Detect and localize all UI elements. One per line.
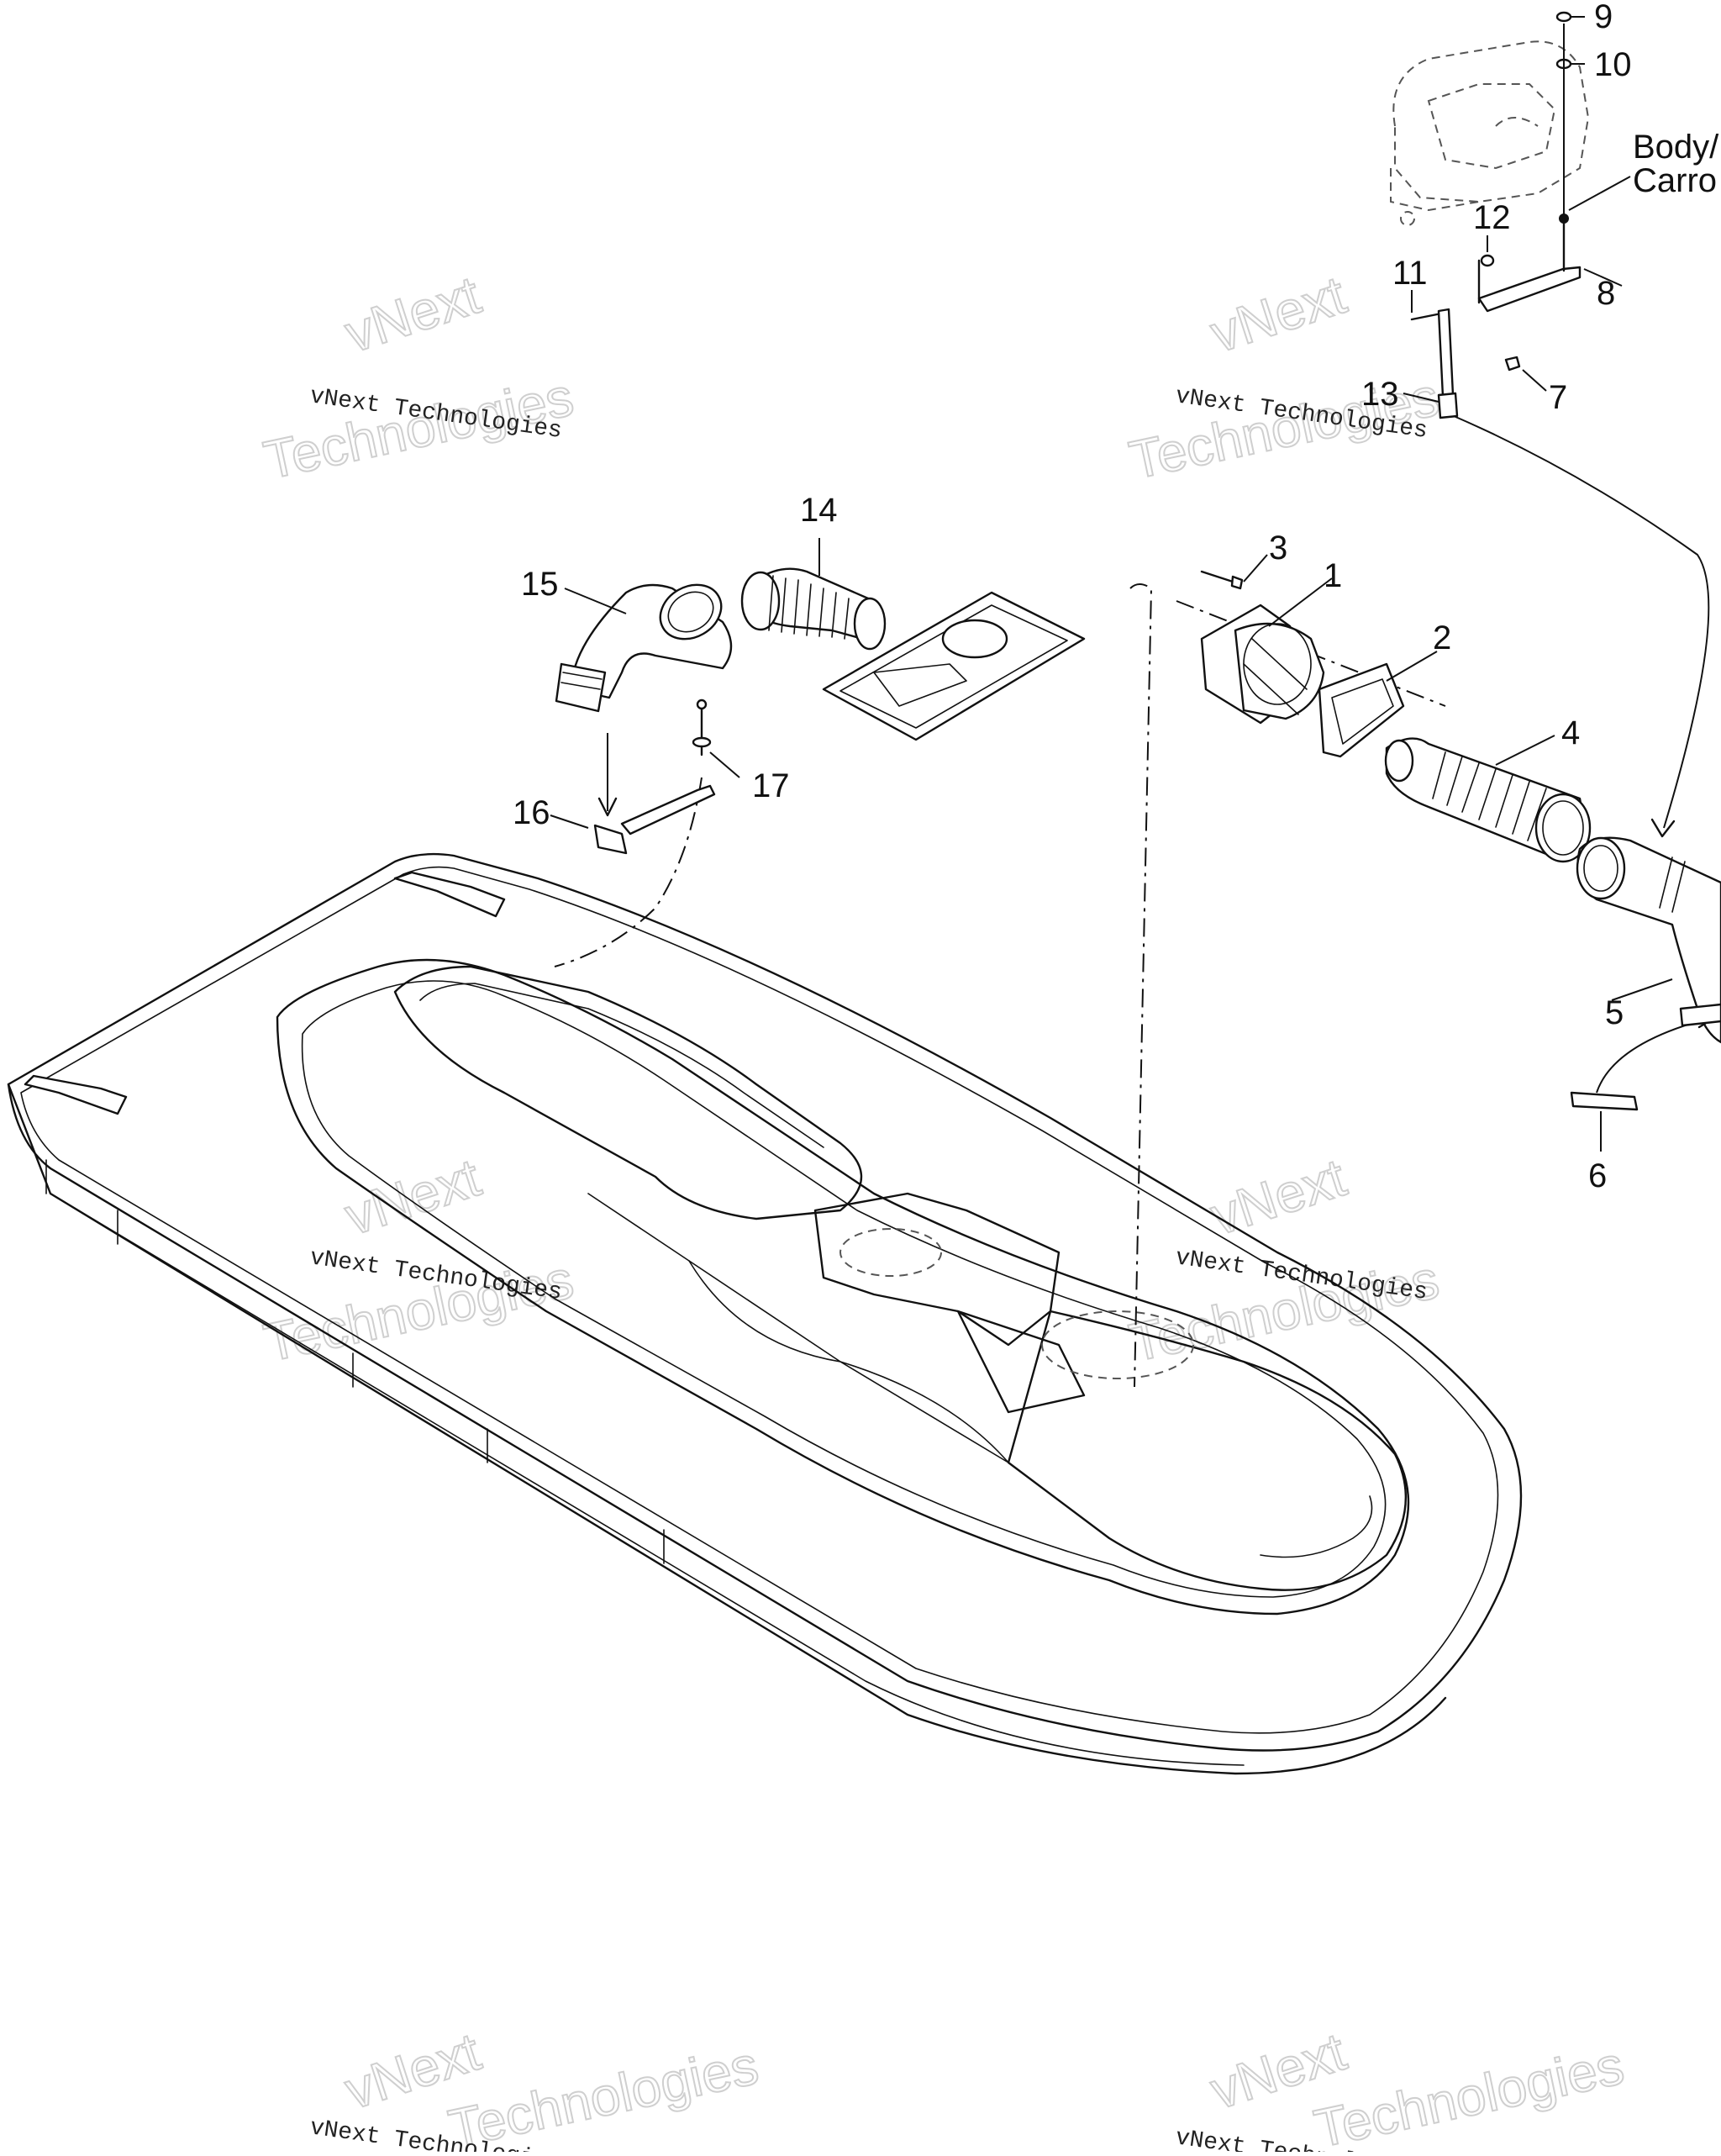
- arrow-16-head: [597, 797, 618, 817]
- callout-16: 16: [513, 794, 550, 831]
- callout-14: 14: [800, 492, 838, 529]
- rear-bumper-left: [24, 1074, 128, 1115]
- part-16-clip: [593, 784, 716, 855]
- deck-inner-edge: [20, 866, 1499, 1734]
- footwell-curve: [688, 1260, 1009, 1463]
- part-14-corrugated-hose: [740, 567, 887, 651]
- watermark-big-2: Technologies: [1309, 2035, 1629, 2152]
- hull-side: [7, 1083, 1447, 1775]
- watermark-bottom-left: vNext Technologies vNext Technologies: [308, 2020, 765, 2156]
- callout-9: 9: [1594, 0, 1613, 35]
- callout-6: 6: [1588, 1157, 1607, 1194]
- callout-12: 12: [1473, 199, 1511, 236]
- part-14-mounting-plate: [822, 591, 1086, 741]
- console-front: [956, 1310, 1086, 1414]
- callout-11: 11: [1392, 255, 1428, 292]
- watermark-big-1: vNext: [1203, 1147, 1353, 1247]
- watermark-bottom-right: vNext Technologies vNext Technologies: [1174, 2020, 1630, 2156]
- reference-label-line2: Carro: [1633, 162, 1717, 199]
- watermark-big-1: vNext: [338, 1147, 487, 1247]
- hood: [1007, 1310, 1408, 1591]
- callout-17: 17: [752, 767, 790, 804]
- rear-bumper-right: [393, 871, 506, 918]
- watermark-mid-left: vNext Technologies vNext Technologies: [258, 1146, 579, 1373]
- callout-7: 7: [1549, 379, 1567, 416]
- part-1-intake-housing: [1200, 604, 1325, 725]
- part-2-gasket-inner: [1331, 678, 1394, 745]
- footwell-line: [587, 1193, 1009, 1463]
- part-3-screw: [1200, 570, 1244, 590]
- seat-ghost: [839, 1228, 942, 1277]
- centerline-intake: [1129, 583, 1153, 1388]
- callout-labels: 9 10 12 11 8 7 13 14 15 16 17 3 1 2 4 5 …: [513, 0, 1632, 1194]
- watermark-big-1: vNext: [338, 264, 487, 364]
- body-reference-label: Body/ Carro: [1633, 129, 1719, 199]
- callout-13: 13: [1361, 376, 1399, 413]
- reference-label-line1: Body/: [1633, 129, 1719, 166]
- callout-8: 8: [1597, 275, 1615, 312]
- seat: [393, 965, 862, 1220]
- part-4-bellows: [1384, 737, 1592, 863]
- part-12-washer: [1480, 254, 1495, 267]
- watermark-top-left: vNext Technologies vNext Technologies: [258, 263, 579, 491]
- watermark-big-2: Technologies: [444, 2035, 763, 2152]
- centerline-clip: [554, 777, 703, 967]
- callout-1: 1: [1324, 557, 1342, 594]
- callout-5: 5: [1605, 994, 1624, 1031]
- hull-panel-lines: [45, 1159, 665, 1564]
- watermark-big-1: vNext: [1203, 264, 1353, 364]
- upper-deck-inner: [301, 980, 1387, 1598]
- callout-10: 10: [1594, 46, 1632, 83]
- callout-3: 3: [1269, 530, 1287, 567]
- part-7-screw: [1504, 356, 1521, 372]
- stud-top: [1559, 213, 1569, 224]
- arrow-13-to-5-head: [1650, 818, 1676, 838]
- hood-detail: [1260, 1495, 1373, 1558]
- deck-outline: [7, 852, 1523, 1752]
- part-6-clamp: [1570, 1091, 1639, 1111]
- watermark-mid-right: vNext Technologies vNext Technologies: [1124, 1146, 1445, 1373]
- leader-lines: [550, 16, 1673, 1152]
- hull-chine: [50, 1193, 1245, 1766]
- part-5-clamp-ring: [1679, 1003, 1721, 1027]
- callout-2: 2: [1433, 619, 1451, 656]
- part-8-bracket: [1477, 266, 1582, 313]
- upper-deck: [276, 958, 1410, 1616]
- part-17-fastener: [692, 698, 712, 756]
- callout-15: 15: [521, 566, 559, 603]
- console: [813, 1192, 1060, 1347]
- part-13-strap-end: [1437, 392, 1459, 419]
- seat-seam: [419, 983, 824, 1148]
- part-15-elbow-hose: [555, 583, 733, 713]
- part-9-nut: [1555, 11, 1572, 23]
- watercraft-hull: [7, 852, 1523, 1775]
- storage-ghost: [1041, 1310, 1194, 1379]
- body-ghost: [1390, 40, 1590, 226]
- callout-4: 4: [1561, 714, 1580, 751]
- arrow-13-to-5: [1453, 415, 1710, 829]
